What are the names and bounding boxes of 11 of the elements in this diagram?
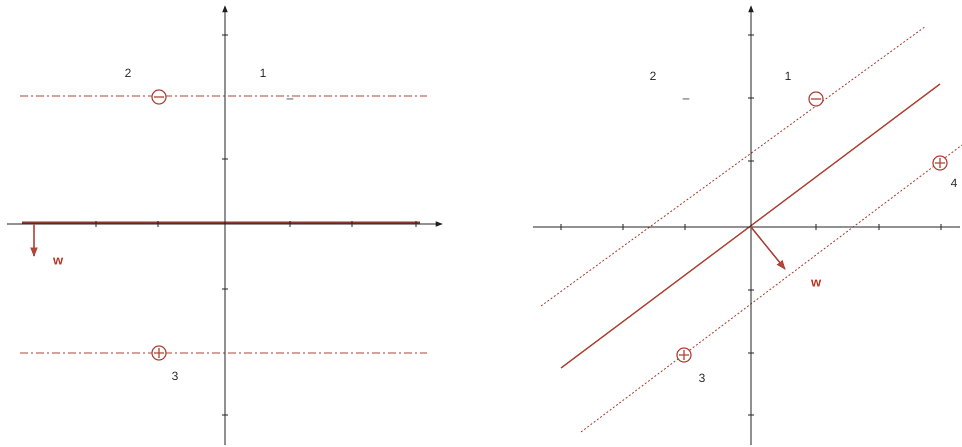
region-number: 2 bbox=[650, 70, 656, 82]
minus-sign: – bbox=[682, 92, 690, 104]
point-number: 3 bbox=[698, 372, 706, 384]
vector-label: w bbox=[52, 254, 64, 266]
point-number: 3 bbox=[172, 370, 178, 382]
region-number: 1 bbox=[784, 70, 792, 82]
vector-label: w bbox=[810, 276, 822, 288]
point-number: 4 bbox=[950, 177, 958, 189]
region-number: 2 bbox=[124, 67, 132, 79]
minus-sign: – bbox=[286, 92, 294, 104]
region-number: 1 bbox=[260, 67, 266, 79]
